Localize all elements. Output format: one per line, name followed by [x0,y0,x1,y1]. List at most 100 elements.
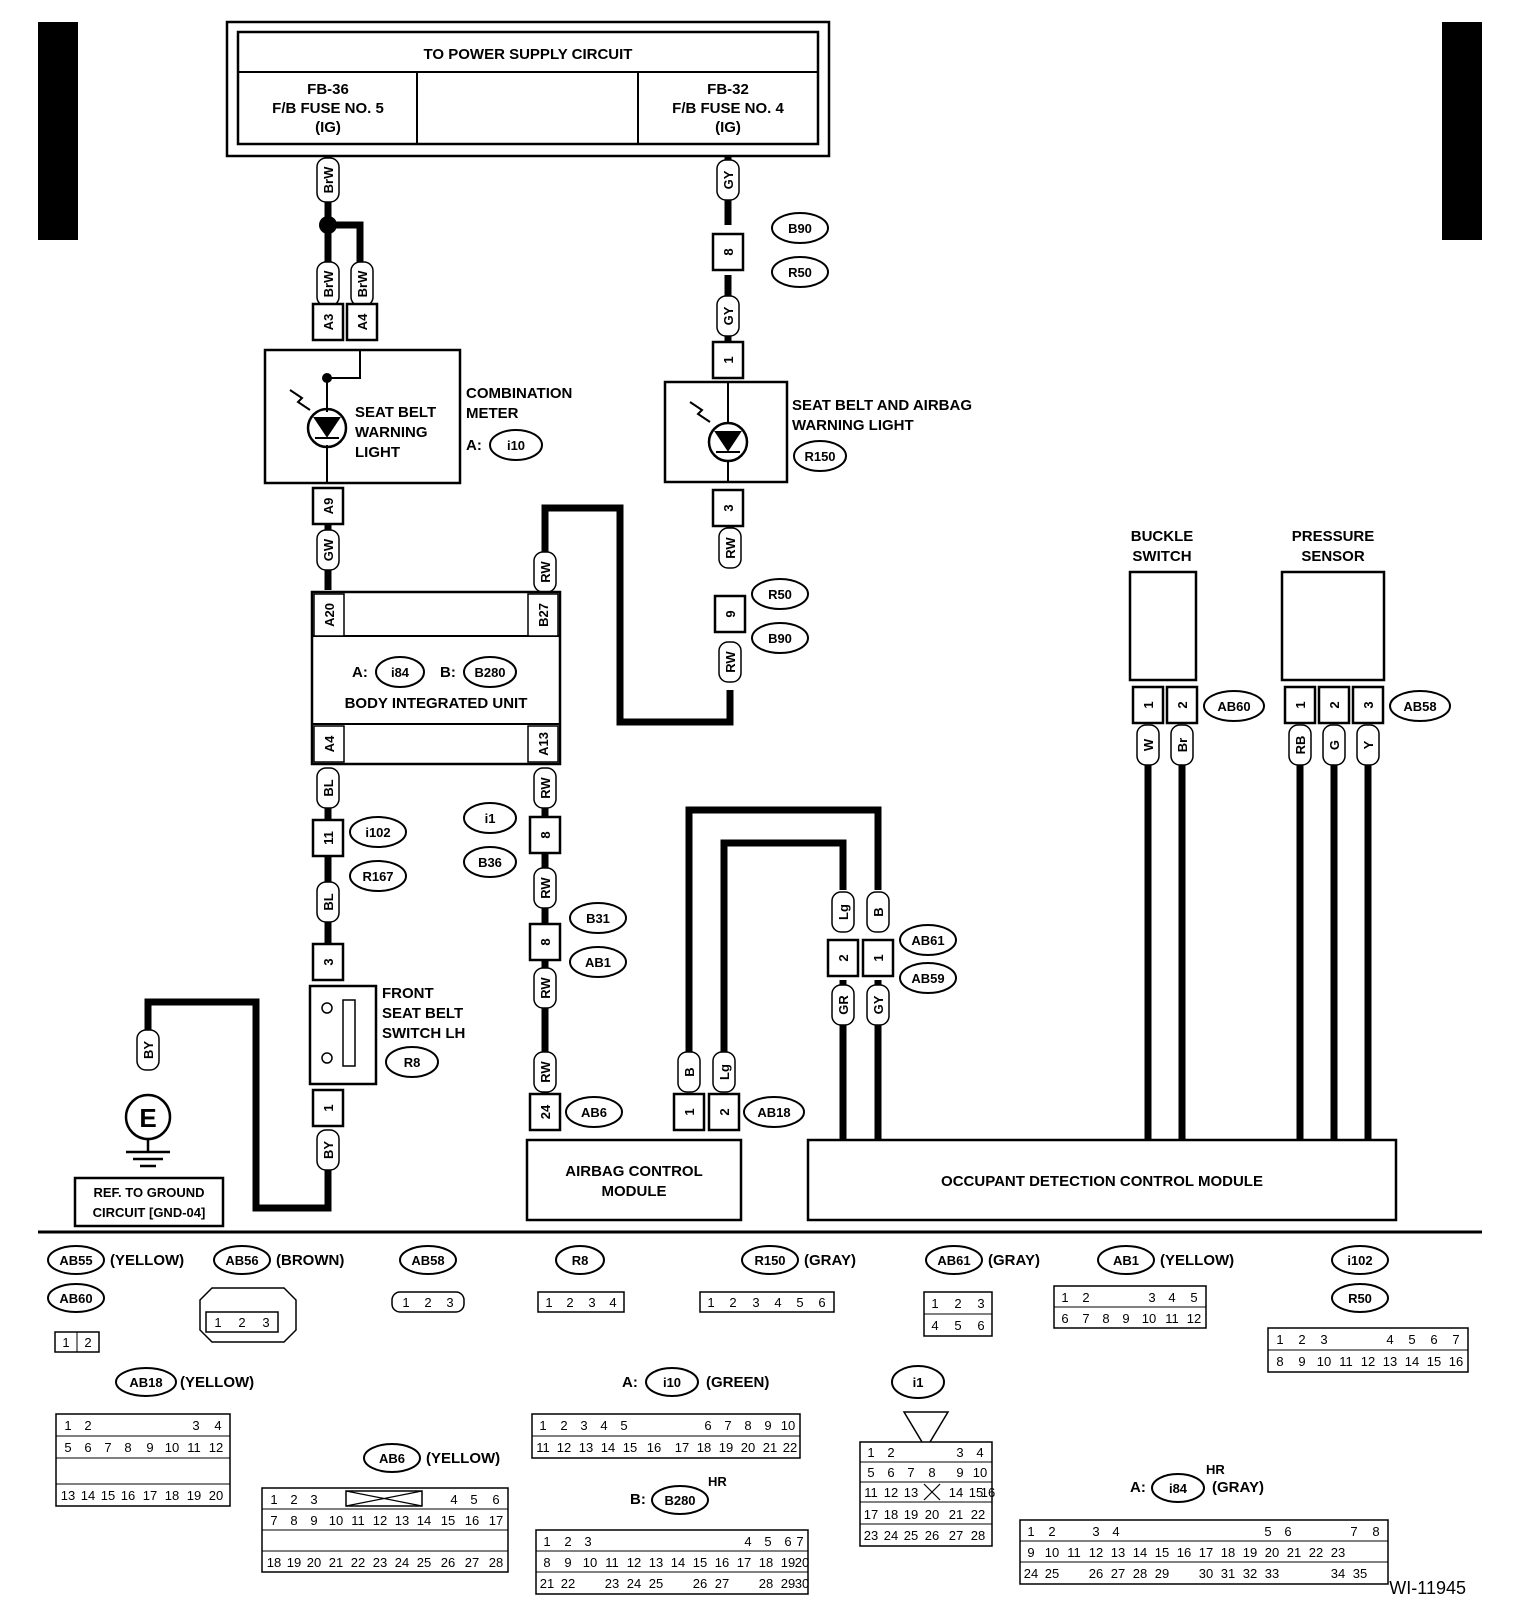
connector-tag-r50: R50 [768,587,792,602]
svg-text:3: 3 [262,1315,269,1330]
svg-text:6: 6 [887,1465,894,1480]
svg-text:19: 19 [187,1488,201,1503]
legend-tag-ab1: AB1 [1113,1253,1139,1268]
svg-text:1: 1 [64,1418,71,1433]
svg-text:2: 2 [424,1295,431,1310]
svg-text:4: 4 [1168,1290,1175,1305]
wire-label-rw: RW [538,777,553,799]
svg-text:1: 1 [62,1335,69,1350]
svg-text:28: 28 [489,1555,503,1570]
pin-11: 11 [321,831,336,845]
svg-text:10: 10 [1045,1545,1059,1560]
svg-text:4: 4 [976,1445,983,1460]
seat-belt-light-label-2: WARNING [355,424,428,441]
svg-text:2: 2 [1298,1332,1305,1347]
pin-3: 3 [1361,701,1376,708]
svg-text:4: 4 [450,1492,457,1507]
connector-prefix: B: [630,1491,646,1508]
svg-text:4: 4 [600,1418,607,1433]
svg-text:1: 1 [402,1295,409,1310]
wire-label-gy: GY [721,306,736,325]
svg-text:12: 12 [373,1513,387,1528]
svg-text:21: 21 [763,1440,777,1455]
svg-text:6: 6 [977,1318,984,1333]
pin-b27: B27 [536,603,551,627]
svg-text:31: 31 [1221,1566,1235,1581]
svg-text:15: 15 [693,1555,707,1570]
svg-text:12: 12 [1361,1354,1375,1369]
svg-text:10: 10 [165,1440,179,1455]
svg-text:8: 8 [1372,1524,1379,1539]
svg-text:15: 15 [969,1485,983,1500]
svg-text:14: 14 [1405,1354,1419,1369]
svg-text:8: 8 [124,1440,131,1455]
svg-text:4: 4 [214,1418,221,1433]
pin-3: 3 [321,958,336,965]
buckle-switch: BUCKLE SWITCH AB60 [1128,528,1265,722]
svg-text:23: 23 [1331,1545,1345,1560]
legend-color-ab1: (YELLOW) [1160,1252,1234,1269]
svg-text:7: 7 [270,1513,277,1528]
fsb-label-3: SWITCH LH [382,1025,465,1042]
svg-text:22: 22 [783,1440,797,1455]
svg-text:26: 26 [441,1555,455,1570]
svg-text:9: 9 [146,1440,153,1455]
svg-text:17: 17 [1199,1545,1213,1560]
connector-tag-r167: R167 [362,869,393,884]
svg-text:10: 10 [781,1418,795,1433]
svg-text:29: 29 [1155,1566,1169,1581]
pin-24: 24 [538,1104,553,1119]
acm-label-2: MODULE [602,1183,667,1200]
legend-color-r150: (GRAY) [804,1252,856,1269]
legend-hr: HR [1206,1462,1225,1477]
svg-text:6: 6 [1430,1332,1437,1347]
svg-text:12: 12 [627,1555,641,1570]
svg-text:8: 8 [543,1555,550,1570]
pin-2: 2 [717,1108,732,1115]
connector-tag-b36: B36 [478,855,502,870]
occupant-detection-control-module: OCCUPANT DETECTION CONTROL MODULE [806,1138,1398,1222]
legend-tag-ab58: AB58 [411,1253,444,1268]
svg-text:19: 19 [719,1440,733,1455]
svg-text:22: 22 [351,1555,365,1570]
ground-symbol: E REF. TO GROUND CIRCUIT [GND-04] [73,1093,225,1228]
odcm-label: OCCUPANT DETECTION CONTROL MODULE [941,1173,1263,1190]
legend-tag-r50: R50 [1348,1291,1372,1306]
svg-text:3: 3 [1092,1524,1099,1539]
svg-text:22: 22 [561,1576,575,1591]
svg-text:6: 6 [704,1418,711,1433]
wire-label-y: Y [1361,740,1376,749]
svg-text:6: 6 [492,1492,499,1507]
connector-tags: B90 R50 R50 B90 i102 R167 i1 B36 B31 AB1… [349,212,957,1128]
svg-text:11: 11 [1067,1545,1081,1560]
connector-tag-i102: i102 [365,825,390,840]
pin-a9: A9 [321,498,336,515]
svg-text:25: 25 [417,1555,431,1570]
wire-label-w: W [1141,738,1156,751]
legend-color-i84: (GRAY) [1212,1479,1264,1496]
side-tab-left [38,22,78,240]
svg-text:14: 14 [949,1485,963,1500]
svg-text:8: 8 [744,1418,751,1433]
svg-text:7: 7 [907,1465,914,1480]
svg-text:2: 2 [887,1445,894,1460]
svg-text:19: 19 [904,1507,918,1522]
svg-text:5: 5 [796,1295,803,1310]
connector-prefix: A: [466,437,482,454]
connector-tag-i10: i10 [507,438,525,453]
svg-text:3: 3 [977,1296,984,1311]
fuse-left-ig: (IG) [315,119,341,136]
svg-text:13: 13 [579,1440,593,1455]
svg-text:7: 7 [724,1418,731,1433]
svg-text:17: 17 [143,1488,157,1503]
svg-text:14: 14 [601,1440,615,1455]
svg-text:28: 28 [971,1528,985,1543]
svg-text:34: 34 [1331,1566,1345,1581]
legend-hr: HR [708,1474,727,1489]
side-tab-left-text: S/B-01 [44,87,77,180]
svg-text:5: 5 [1190,1290,1197,1305]
svg-text:10: 10 [973,1465,987,1480]
wire-label-lg: Lg [836,904,851,920]
legend-tag-i1: i1 [913,1375,924,1390]
